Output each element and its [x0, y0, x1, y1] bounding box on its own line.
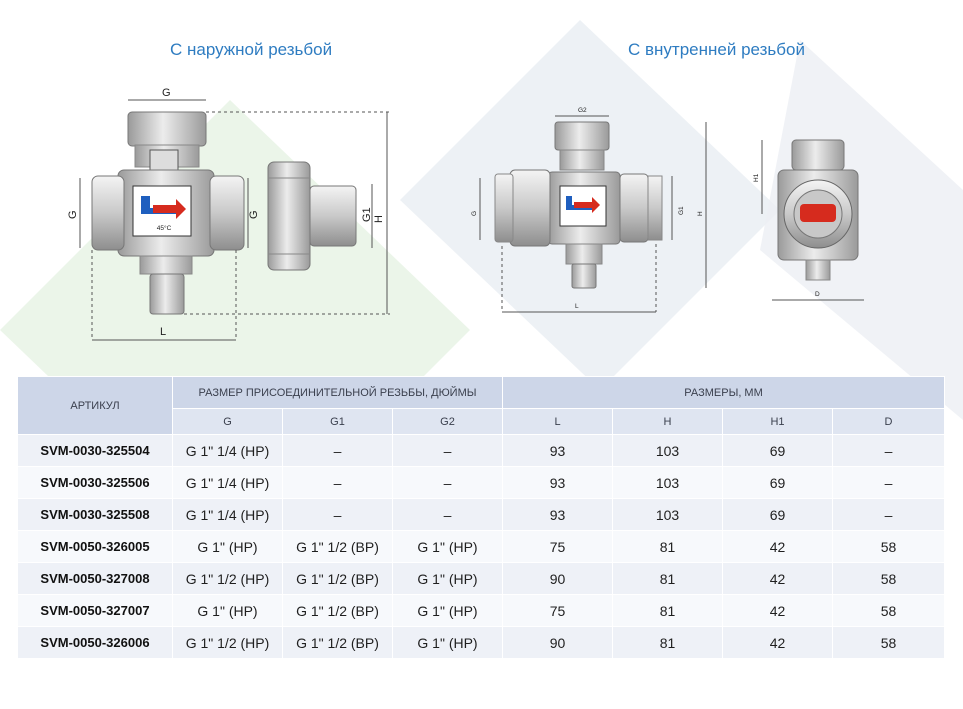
cell-d: –: [831, 498, 946, 531]
table-row: SVM-0030-325506 G 1" 1/4 (НР) – – 93 103…: [17, 466, 946, 499]
cell-g1: –: [282, 498, 393, 531]
cell-g2: –: [392, 498, 503, 531]
subheader-g1: G1: [282, 408, 393, 435]
table-row: SVM-0030-325508 G 1" 1/4 (НР) – – 93 103…: [17, 498, 946, 531]
subheader-g: G: [172, 408, 283, 435]
dim-label-d: D: [815, 291, 820, 298]
cell-g1: –: [282, 434, 393, 467]
cell-g2: G 1" (НР): [392, 626, 503, 659]
subheader-l: L: [502, 408, 613, 435]
cell-l: 75: [502, 594, 613, 627]
cell-g: G 1" 1/2 (НР): [172, 562, 283, 595]
cell-article: SVM-0050-326005: [17, 530, 173, 563]
cell-h: 81: [612, 594, 723, 627]
subheader-g2: G2: [392, 408, 503, 435]
cell-h: 103: [612, 434, 723, 467]
cell-l: 90: [502, 562, 613, 595]
dim-label-g-top: G: [162, 87, 171, 99]
dim-label-g2: G2: [578, 107, 587, 114]
dim-label-g-left: G: [67, 210, 79, 219]
cell-d: –: [831, 466, 946, 499]
cell-g1: G 1" 1/2 (ВР): [282, 530, 393, 563]
cell-d: 58: [831, 594, 946, 627]
cell-l: 93: [502, 434, 613, 467]
valve-badge-text-left: 45°C: [157, 224, 172, 232]
header-dimensions: РАЗМЕРЫ, ММ: [501, 376, 946, 409]
cell-d: 58: [831, 562, 946, 595]
dim-label-g1: G1: [361, 207, 373, 222]
cell-d: 58: [831, 530, 946, 563]
dim-label-g-right: G: [471, 211, 478, 216]
dim-label-g1-right: G1: [678, 206, 685, 215]
valve-external-thread-drawing: 45°C G G G G1 H L: [67, 87, 390, 341]
cell-g: G 1" 1/4 (НР): [172, 498, 283, 531]
cell-l: 75: [502, 530, 613, 563]
subheader-h: H: [612, 408, 723, 435]
cell-l: 93: [502, 466, 613, 499]
cell-h1: 69: [722, 434, 833, 467]
cell-g2: –: [392, 466, 503, 499]
dim-label-l: L: [160, 326, 166, 338]
table-row: SVM-0050-327008 G 1" 1/2 (НР) G 1" 1/2 (…: [17, 562, 946, 595]
cell-h: 103: [612, 466, 723, 499]
cell-g2: G 1" (НР): [392, 530, 503, 563]
header-article: АРТИКУЛ: [17, 376, 173, 435]
table-row: SVM-0050-326005 G 1" (НР) G 1" 1/2 (ВР) …: [17, 530, 946, 563]
dim-label-h: H: [373, 215, 385, 223]
specification-table: АРТИКУЛ РАЗМЕР ПРИСОЕДИНИТЕЛЬНОЙ РЕЗЬБЫ,…: [17, 376, 946, 659]
cell-h: 103: [612, 498, 723, 531]
cell-d: –: [831, 434, 946, 467]
dim-label-l-right: L: [575, 303, 579, 310]
cell-h1: 69: [722, 466, 833, 499]
table-row: SVM-0030-325504 G 1" 1/4 (НР) – – 93 103…: [17, 434, 946, 467]
cell-g1: G 1" 1/2 (ВР): [282, 626, 393, 659]
cell-l: 90: [502, 626, 613, 659]
cell-g1: –: [282, 466, 393, 499]
cell-h1: 42: [722, 626, 833, 659]
caption-external-thread: С наружной резьбой: [170, 40, 333, 59]
cell-article: SVM-0030-325504: [17, 434, 173, 467]
cell-g: G 1" (НР): [172, 594, 283, 627]
cell-g1: G 1" 1/2 (ВР): [282, 594, 393, 627]
dim-label-h-right: H: [697, 211, 704, 216]
caption-internal-thread: С внутренней резьбой: [628, 40, 805, 59]
cell-h: 81: [612, 530, 723, 563]
subheader-h1: H1: [722, 408, 833, 435]
cell-h1: 42: [722, 594, 833, 627]
header-thread-size: РАЗМЕР ПРИСОЕДИНИТЕЛЬНОЙ РЕЗЬБЫ, ДЮЙМЫ: [172, 376, 503, 409]
cell-g: G 1" 1/4 (НР): [172, 466, 283, 499]
cell-d: 58: [831, 626, 946, 659]
cell-h: 81: [612, 562, 723, 595]
cell-g: G 1" (НР): [172, 530, 283, 563]
cell-article: SVM-0050-327007: [17, 594, 173, 627]
cell-g: G 1" 1/2 (НР): [172, 626, 283, 659]
table-row: SVM-0050-327007 G 1" (НР) G 1" 1/2 (ВР) …: [17, 594, 946, 627]
dim-label-g-mid: G: [248, 210, 260, 219]
cell-g2: –: [392, 434, 503, 467]
subheader-d: D: [831, 408, 946, 435]
cell-g: G 1" 1/4 (НР): [172, 434, 283, 467]
cell-h1: 69: [722, 498, 833, 531]
dim-label-h1: H1: [753, 173, 760, 182]
cell-h1: 42: [722, 530, 833, 563]
cell-l: 93: [502, 498, 613, 531]
cell-article: SVM-0030-325508: [17, 498, 173, 531]
cell-g2: G 1" (НР): [392, 562, 503, 595]
cell-h: 81: [612, 626, 723, 659]
valve-drawings: 45°C G G G G1 H L: [67, 87, 864, 341]
cell-h1: 42: [722, 562, 833, 595]
cell-g1: G 1" 1/2 (ВР): [282, 562, 393, 595]
cell-g2: G 1" (НР): [392, 594, 503, 627]
cell-article: SVM-0030-325506: [17, 466, 173, 499]
cell-article: SVM-0050-326006: [17, 626, 173, 659]
table-row: SVM-0050-326006 G 1" 1/2 (НР) G 1" 1/2 (…: [17, 626, 946, 659]
valve-internal-thread-drawing: G2 G G1 H L H1 D: [471, 107, 864, 313]
cell-article: SVM-0050-327008: [17, 562, 173, 595]
